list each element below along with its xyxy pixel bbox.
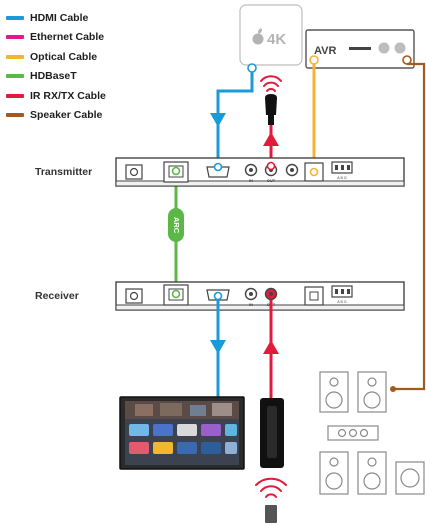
tx-terminal-label: A B G <box>337 176 347 180</box>
tv-app-tile <box>225 424 237 436</box>
legend-swatch-ir <box>6 93 24 98</box>
tv-app-tile <box>177 442 197 454</box>
tv-app-tile <box>153 442 173 454</box>
tv-app-tile <box>129 442 149 454</box>
ir-emitter-top <box>260 75 282 125</box>
legend-label: IR RX/TX Cable <box>30 89 106 102</box>
arc-label: ARC <box>172 217 181 234</box>
transmitter-unit: IN OUT A B G <box>115 157 405 187</box>
ir-arrow-up-icon <box>263 340 279 354</box>
legend-item-ir: IR RX/TX Cable <box>6 86 106 106</box>
legend-label: Ethernet Cable <box>30 31 105 44</box>
legend-label: HDBaseT <box>30 70 77 83</box>
avr-device: AVR <box>305 29 415 69</box>
avr-display-bar <box>349 47 371 50</box>
rx-ir-in-label: IN <box>249 302 253 307</box>
legend-item-speaker: Speaker Cable <box>6 106 106 126</box>
avr-knob-icon <box>378 42 390 54</box>
legend-label: Optical Cable <box>30 50 98 63</box>
ir-arrow-up-icon <box>263 132 279 146</box>
tv-app-tile <box>129 424 149 436</box>
avr-speaker-port <box>402 55 412 65</box>
legend-swatch-hdbaset <box>6 74 24 79</box>
tx-ir-in-label: IN <box>249 178 253 183</box>
avr-optical-port <box>309 55 319 65</box>
hdmi-arrow-down-icon <box>210 340 226 354</box>
tv-app-tile <box>201 442 221 454</box>
legend-label: Speaker Cable <box>30 109 103 122</box>
avr-knob-icon <box>394 42 406 54</box>
receiver-unit: IN OUT A B G <box>115 281 405 311</box>
apple-logo-icon <box>252 28 264 45</box>
ir-wave-icon <box>255 477 287 498</box>
arc-badge <box>168 208 184 242</box>
tv-app-tile <box>201 424 221 436</box>
transmitter-label: Transmitter <box>35 166 93 178</box>
tv-app-tile <box>225 442 237 454</box>
legend-swatch-speaker <box>6 113 24 118</box>
speaker-cable <box>392 62 426 391</box>
apple-tv-source: 4K <box>239 4 303 66</box>
legend-item-ethernet: Ethernet Cable <box>6 28 106 48</box>
ir-wave-icon <box>260 75 282 92</box>
ir-remote-icon <box>265 505 277 523</box>
hdmi-arrow-down-icon <box>210 113 226 127</box>
tv-app-tile <box>153 424 173 436</box>
legend-item-hdbaset: HDBaseT <box>6 67 106 87</box>
tv-app-tile <box>177 424 197 436</box>
speaker-cable-end <box>390 386 396 392</box>
avr-label: AVR <box>314 45 336 57</box>
speaker-system <box>319 371 425 495</box>
legend-swatch-ethernet <box>6 35 24 40</box>
source-hdmi-port <box>247 63 257 73</box>
tx-power-port <box>125 164 143 180</box>
legend-item-hdmi: HDMI Cable <box>6 8 106 28</box>
rx-optical-port <box>304 286 324 306</box>
legend-swatch-hdmi <box>6 15 24 20</box>
rx-terminal-label: A B G <box>337 300 347 304</box>
ir-receiver-eye <box>255 398 287 523</box>
legend-item-optical: Optical Cable <box>6 47 106 67</box>
rx-power-port <box>125 288 143 304</box>
receiver-label: Receiver <box>35 290 79 302</box>
legend-swatch-optical <box>6 54 24 59</box>
legend-label: HDMI Cable <box>30 11 89 24</box>
tv-display <box>119 396 245 470</box>
tx-ir-out-label: OUT <box>267 178 276 183</box>
cable-legend: HDMI Cable Ethernet Cable Optical Cable … <box>6 8 106 125</box>
source-4k-label: 4K <box>267 31 286 48</box>
